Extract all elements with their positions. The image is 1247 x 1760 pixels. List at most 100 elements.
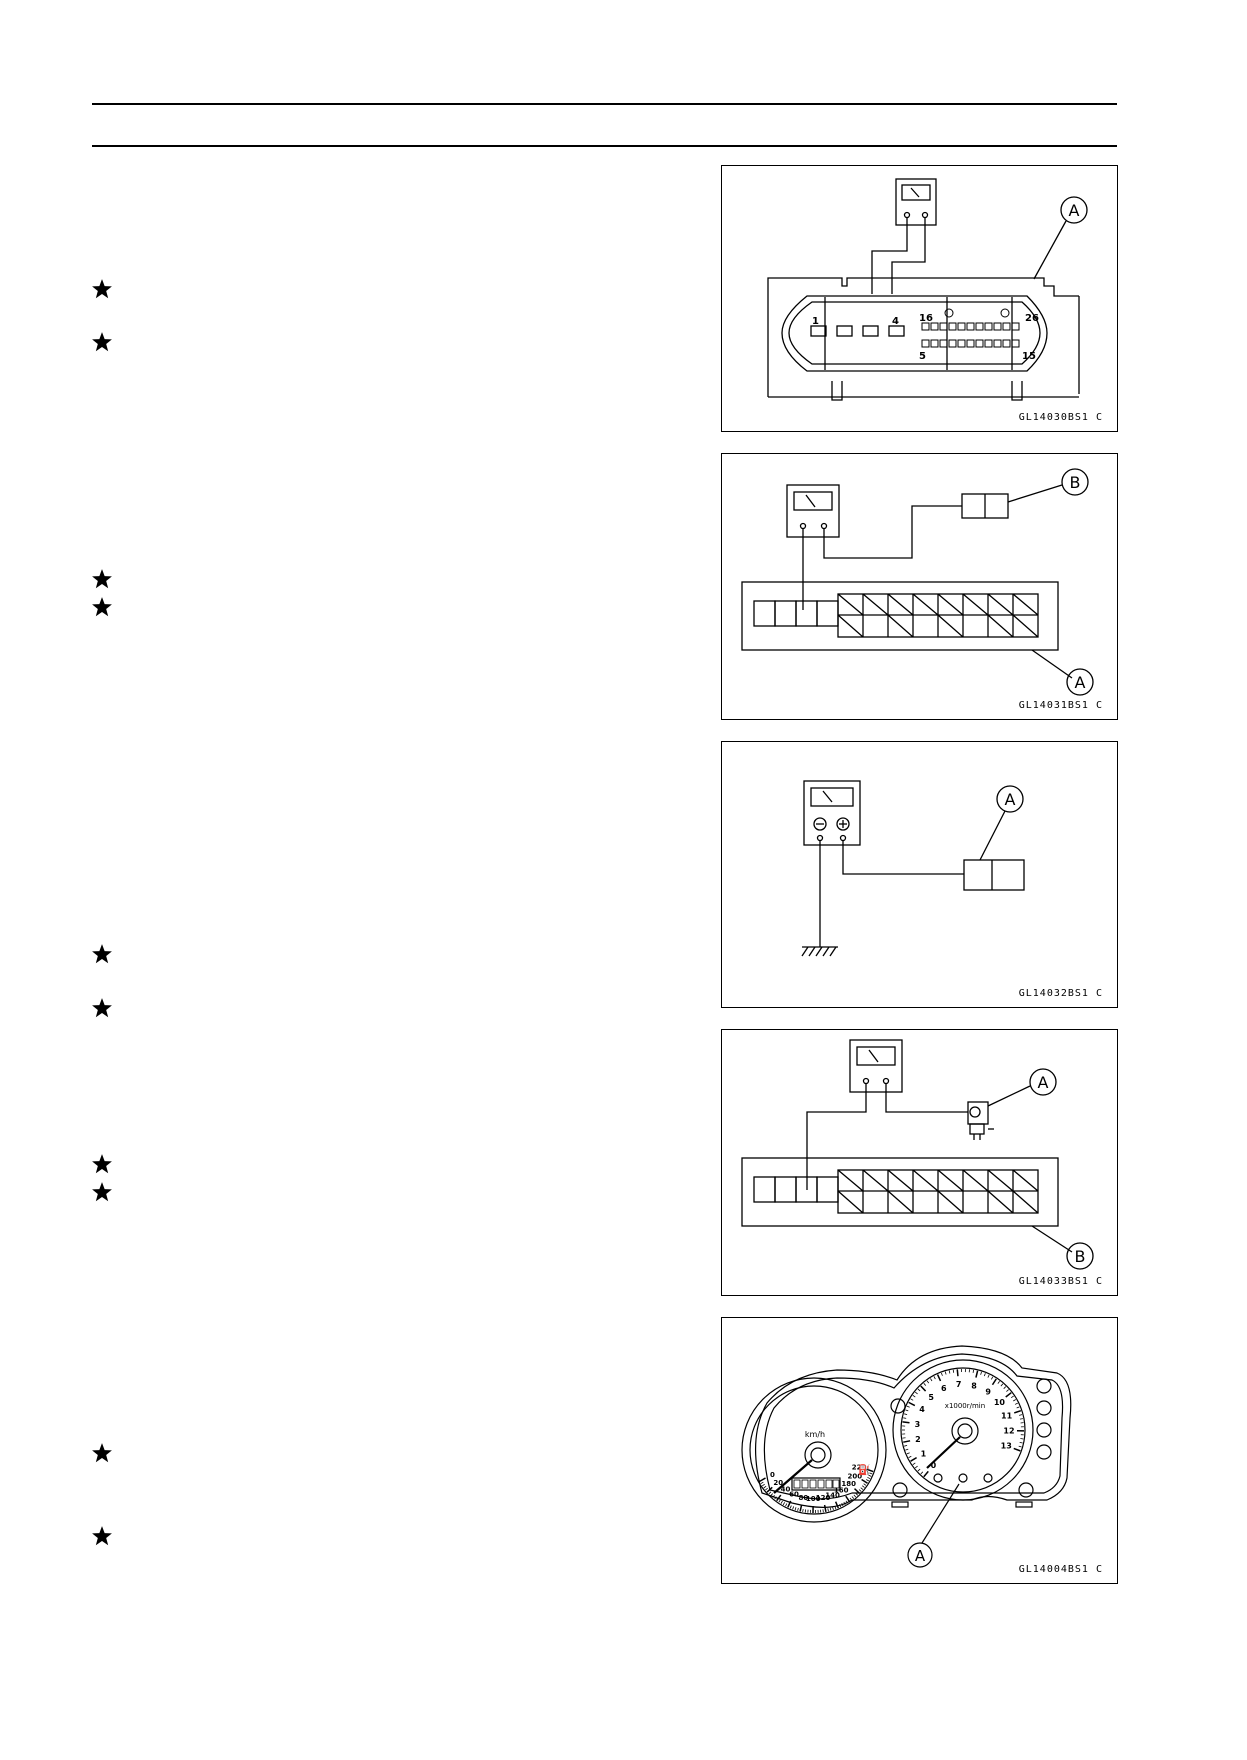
tachometer-tick	[991, 1378, 997, 1386]
tachometer-minor-tick	[905, 1409, 909, 1412]
speedometer-minor-tick	[869, 1472, 873, 1475]
speedometer-minor-tick	[792, 1506, 795, 1510]
star-icon	[92, 332, 112, 352]
odometer-display	[791, 1477, 841, 1491]
speedometer-tick	[845, 1495, 851, 1503]
speedometer-minor-tick	[868, 1474, 872, 1477]
tachometer-tick	[1005, 1392, 1012, 1398]
multimeter-icon	[786, 484, 840, 538]
tachometer-minor-tick	[917, 1468, 921, 1472]
tachometer-minor-tick	[1010, 1395, 1014, 1399]
tachometer-minor-tick	[997, 1380, 1000, 1384]
tachometer-minor-tick	[1013, 1399, 1017, 1402]
speedometer-tick-label: 60	[789, 1491, 799, 1499]
callout-a-label: A	[915, 1547, 926, 1565]
turn-signal-icon	[1036, 1378, 1052, 1394]
tachometer-minor-tick	[987, 1374, 990, 1378]
speedometer-minor-tick	[855, 1492, 859, 1496]
speedometer-tick-label: 160	[834, 1487, 849, 1495]
tachometer-minor-tick	[914, 1391, 918, 1395]
callout-b-label: B	[1070, 473, 1081, 492]
tachometer-minor-tick	[990, 1376, 994, 1380]
speedometer-tick-label: 140	[825, 1491, 840, 1499]
tachometer-minor-tick	[912, 1462, 916, 1465]
tachometer-unit: x1000r/min	[945, 1402, 985, 1410]
high-beam-icon	[1036, 1400, 1052, 1416]
speedometer-tick	[861, 1478, 868, 1484]
meter-housing	[755, 1345, 1072, 1508]
tachometer-minor-tick	[1006, 1389, 1009, 1392]
speedometer-minor-tick	[839, 1504, 842, 1508]
speedometer-minor-tick	[851, 1496, 855, 1500]
indicator-lamp	[983, 1473, 993, 1483]
warning-lamps	[890, 1378, 1052, 1460]
speedometer-minor-tick	[778, 1499, 781, 1503]
tachometer-minor-tick	[923, 1383, 927, 1386]
speedometer-tick-label: 0	[770, 1471, 775, 1479]
speedometer-minor-tick	[761, 1483, 765, 1487]
tachometer-tick-label: 9	[985, 1387, 991, 1396]
star-icon	[92, 1526, 112, 1546]
star-icon	[92, 944, 112, 964]
speedometer-tick-label: 100	[806, 1495, 821, 1503]
figure-code: GL14004BS1 C	[1018, 1564, 1103, 1575]
tachometer-minor-tick	[1000, 1383, 1004, 1387]
tachometer-tick-label: 6	[941, 1384, 947, 1393]
minus-terminal-icon	[813, 817, 827, 831]
tachometer-minor-tick	[1019, 1418, 1024, 1420]
callout-a: A	[907, 1483, 960, 1568]
mode-button-icon[interactable]	[892, 1482, 908, 1498]
tachometer-minor-tick	[948, 1370, 951, 1374]
tachometer-needle	[926, 1436, 961, 1469]
speedometer-tick-label: 120	[816, 1494, 831, 1502]
pin-label-16: 16	[919, 313, 933, 324]
star-icon	[92, 1443, 112, 1463]
speedometer-tick	[854, 1488, 861, 1495]
star-icon	[92, 998, 112, 1018]
tachometer-tick	[936, 1374, 942, 1382]
speedometer-minor-tick	[866, 1479, 870, 1482]
pin-label-15: 15	[1022, 351, 1036, 362]
tachometer-minor-tick	[1019, 1441, 1023, 1444]
callout-b-label: B	[1075, 1247, 1086, 1266]
tachometer-minor-tick	[1019, 1414, 1023, 1416]
speedometer-minor-tick	[794, 1507, 797, 1511]
star-icon	[92, 569, 112, 589]
tachometer-minor-tick	[912, 1395, 916, 1398]
speedometer-minor-tick	[782, 1502, 786, 1506]
pin-label-26: 26	[1025, 313, 1039, 324]
speedometer-minor-tick	[768, 1491, 772, 1495]
star-icon	[92, 1182, 112, 1202]
figure-code: GL14032BS1 C	[1018, 988, 1103, 999]
callout-b: B	[1031, 1225, 1094, 1270]
speedometer-minor-tick	[858, 1489, 862, 1492]
speedometer-minor-tick	[765, 1487, 768, 1491]
tachometer-minor-tick	[906, 1452, 910, 1455]
reset-button-icon[interactable]	[1018, 1482, 1034, 1498]
speedometer-tick	[759, 1477, 766, 1483]
speedometer-tick	[787, 1500, 792, 1508]
tachometer-minor-tick	[1014, 1402, 1018, 1405]
tachometer-tick	[956, 1369, 959, 1377]
tachometer-minor-tick	[908, 1455, 912, 1458]
speedometer-tick-label: 80	[799, 1494, 809, 1502]
speedometer-minor-tick	[860, 1487, 864, 1490]
tachometer-tick	[920, 1385, 927, 1392]
star-icon	[92, 1154, 112, 1174]
speedometer-tick-label: 20	[773, 1479, 783, 1487]
tachometer-minor-tick	[980, 1371, 982, 1375]
speedometer-minor-tick	[841, 1503, 844, 1507]
tachometer-minor-tick	[904, 1445, 908, 1447]
tachometer-tick-label: 0	[931, 1461, 937, 1470]
plus-terminal-icon	[836, 817, 850, 831]
speedometer-tick	[823, 1504, 827, 1513]
tachometer-minor-tick	[933, 1376, 936, 1380]
speedometer-tick	[766, 1486, 773, 1493]
reset-buttons	[891, 1482, 1034, 1508]
speedometer-minor-tick	[849, 1497, 853, 1501]
tachometer-minor-tick	[910, 1398, 914, 1401]
speedometer-minor-tick	[785, 1503, 788, 1507]
tachometer-minor-tick	[940, 1372, 943, 1376]
